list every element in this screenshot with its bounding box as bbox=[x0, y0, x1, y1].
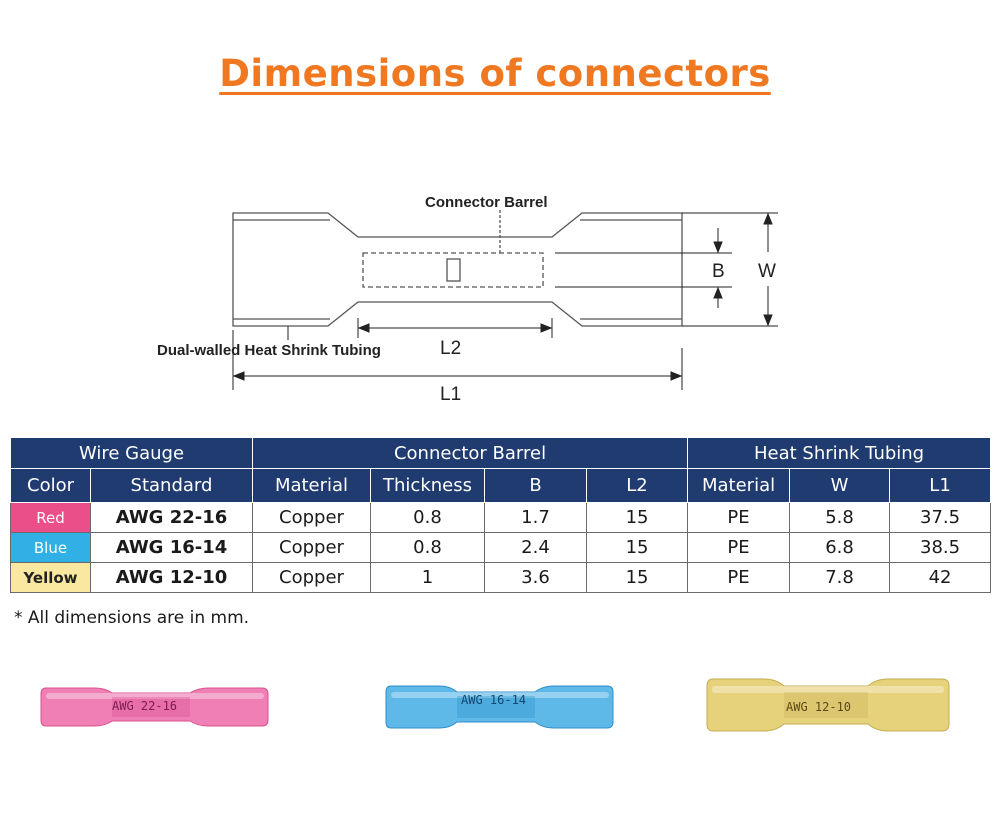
connector-barrel-shape bbox=[362, 252, 544, 288]
label-l1: L1 bbox=[440, 384, 461, 405]
color-cell: Red bbox=[10, 502, 91, 533]
group-connector-barrel: Connector Barrel bbox=[251, 437, 689, 469]
col-l2: L2 bbox=[585, 468, 689, 503]
photo-yellow-connector: AWG 12-10 bbox=[706, 678, 950, 732]
group-wire-gauge: Wire Gauge bbox=[10, 437, 253, 469]
b-cell: 1.7 bbox=[484, 502, 587, 533]
standard-cell: AWG 12-10 bbox=[90, 562, 253, 593]
photo-red-connector: AWG 22-16 bbox=[40, 687, 269, 727]
l1-cell: 42 bbox=[889, 562, 992, 593]
col-b: B bbox=[484, 468, 587, 503]
page-title: Dimensions of connectors bbox=[219, 52, 771, 95]
col-l1: L1 bbox=[889, 468, 992, 503]
tubing-outline bbox=[232, 212, 683, 327]
label-w: W bbox=[758, 261, 776, 282]
dimensions-table: Wire Gauge Connector Barrel Heat Shrink … bbox=[10, 437, 992, 593]
material-cell: Copper bbox=[252, 562, 371, 593]
thickness-cell: 0.8 bbox=[370, 502, 485, 533]
connector-diagram: Connector Barrel Dual-walled Heat Shrink… bbox=[157, 194, 778, 405]
l2-cell: 15 bbox=[585, 562, 689, 593]
col-w: W bbox=[789, 468, 891, 503]
material-cell: Copper bbox=[252, 532, 371, 563]
col-standard: Standard bbox=[90, 468, 253, 503]
label-tubing: Dual-walled Heat Shrink Tubing bbox=[157, 342, 381, 359]
label-l2: L2 bbox=[440, 338, 461, 359]
print-blue: AWG 16-14 bbox=[461, 693, 526, 707]
col-tube-material: Material bbox=[687, 468, 791, 503]
w-cell: 7.8 bbox=[789, 562, 891, 593]
print-yellow: AWG 12-10 bbox=[786, 700, 851, 714]
b-cell: 2.4 bbox=[484, 532, 587, 563]
table-row: Yellow AWG 12-10 Copper 1 3.6 15 PE 7.8 … bbox=[10, 562, 992, 593]
l2-cell: 15 bbox=[585, 502, 689, 533]
l1-cell: 37.5 bbox=[889, 502, 992, 533]
col-material: Material bbox=[252, 468, 371, 503]
w-cell: 5.8 bbox=[789, 502, 891, 533]
photo-blue-connector: AWG 16-14 bbox=[385, 685, 614, 729]
l2-cell: 15 bbox=[585, 532, 689, 563]
material-cell: Copper bbox=[252, 502, 371, 533]
thickness-cell: 0.8 bbox=[370, 532, 485, 563]
group-heat-shrink: Heat Shrink Tubing bbox=[687, 437, 992, 469]
label-connector-barrel: Connector Barrel bbox=[425, 194, 548, 211]
color-cell: Blue bbox=[10, 532, 91, 563]
table-row: Blue AWG 16-14 Copper 0.8 2.4 15 PE 6.8 … bbox=[10, 532, 992, 563]
standard-cell: AWG 16-14 bbox=[90, 532, 253, 563]
l1-cell: 38.5 bbox=[889, 532, 992, 563]
col-color: Color bbox=[10, 468, 91, 503]
col-thickness: Thickness bbox=[370, 468, 485, 503]
standard-cell: AWG 22-16 bbox=[90, 502, 253, 533]
b-cell: 3.6 bbox=[484, 562, 587, 593]
tube-material-cell: PE bbox=[687, 502, 791, 533]
label-b: B bbox=[712, 261, 725, 282]
table-row: Red AWG 22-16 Copper 0.8 1.7 15 PE 5.8 3… bbox=[10, 502, 992, 533]
print-red: AWG 22-16 bbox=[112, 699, 177, 713]
tube-material-cell: PE bbox=[687, 562, 791, 593]
inspection-window bbox=[446, 258, 461, 282]
units-note: * All dimensions are in mm. bbox=[14, 608, 250, 628]
w-cell: 6.8 bbox=[789, 532, 891, 563]
color-cell: Yellow bbox=[10, 562, 91, 593]
thickness-cell: 1 bbox=[370, 562, 485, 593]
tube-material-cell: PE bbox=[687, 532, 791, 563]
